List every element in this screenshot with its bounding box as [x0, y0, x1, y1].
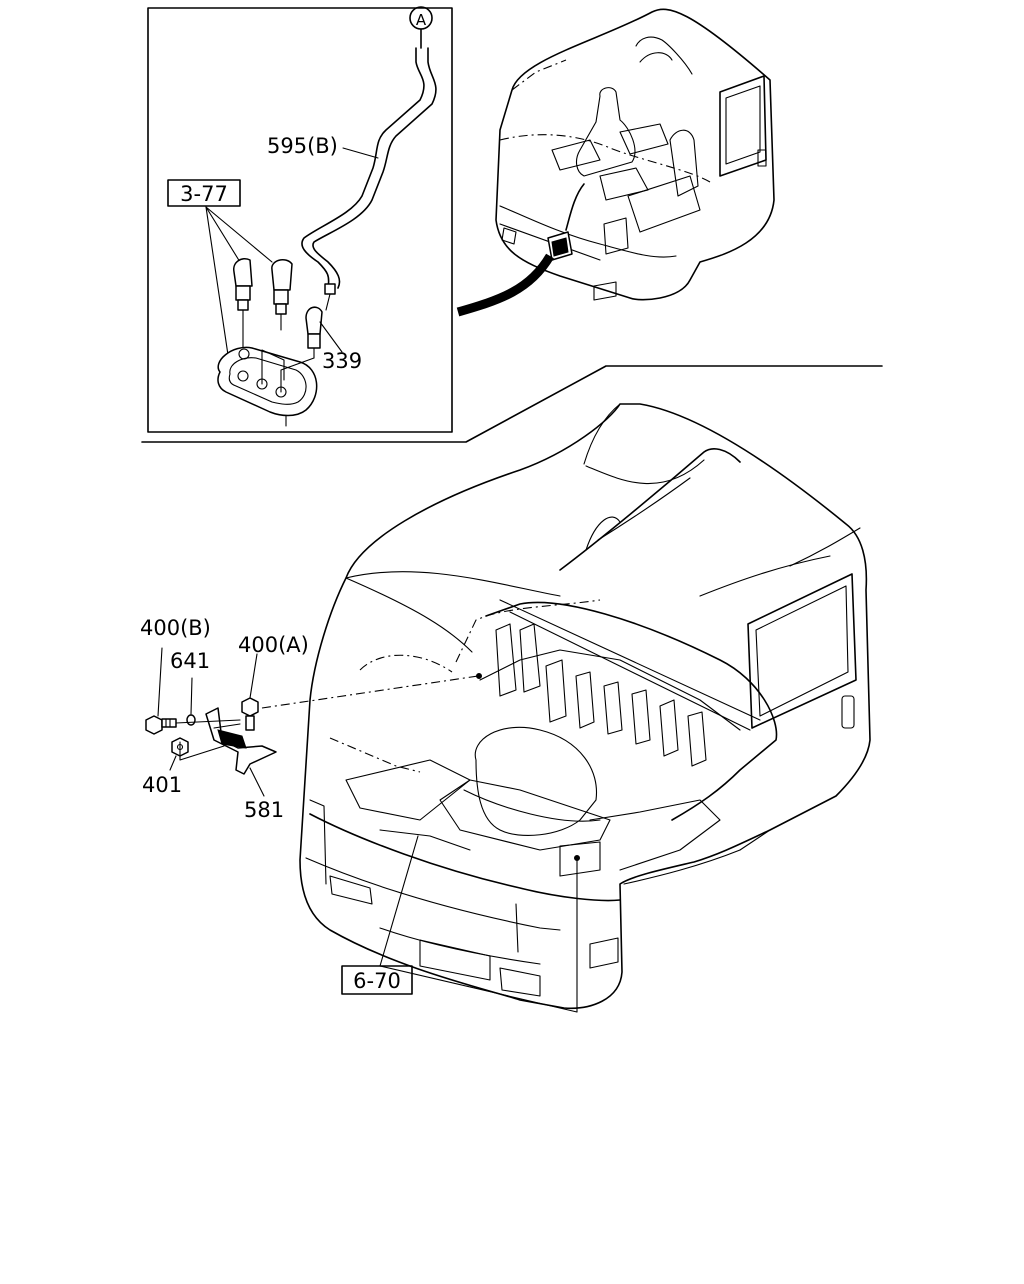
detail-inset: A 595(B) 3-77	[141, 6, 883, 443]
connector-339	[305, 306, 323, 359]
leader-mount-point	[261, 675, 479, 709]
truck-overview-small	[456, 8, 775, 317]
ref-box-6-70	[341, 965, 413, 995]
grommet-plate	[217, 346, 318, 427]
label-581: 581	[244, 798, 284, 822]
label-339: 339	[322, 349, 362, 373]
bolt-400a	[241, 697, 259, 731]
inset-frame	[147, 7, 453, 433]
bracket-581	[205, 707, 277, 775]
circle-a-label: A	[416, 11, 427, 29]
connector-left	[233, 258, 253, 371]
bolt-400b	[145, 715, 177, 735]
label-400b: 400(B)	[140, 616, 211, 640]
mount-parts: 400(B) 641 400(A) 401 581	[140, 616, 309, 822]
washer-641	[186, 714, 196, 726]
section-divider	[141, 365, 883, 443]
hose-595b	[301, 47, 437, 311]
label-6-70: 6-70	[353, 969, 401, 993]
label-3-77: 3-77	[180, 182, 228, 206]
ref-box-3-77	[167, 179, 241, 207]
label-401: 401	[142, 773, 182, 797]
label-400a: 400(A)	[238, 633, 309, 657]
label-641: 641	[170, 649, 210, 673]
truck-cab-main	[299, 403, 871, 1010]
label-595b: 595(B)	[267, 134, 338, 158]
connector-middle	[271, 259, 293, 331]
